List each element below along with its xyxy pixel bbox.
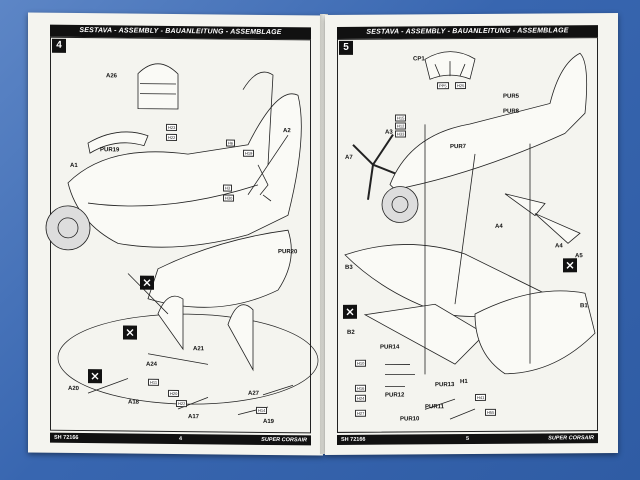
part-label: PUR20 <box>278 249 298 256</box>
part-label: PUR7 <box>450 144 467 151</box>
part-label: A17 <box>188 414 200 421</box>
part-label: A19 <box>263 418 275 426</box>
part-label: A21 <box>193 346 205 353</box>
part-tag: H27 <box>355 409 367 417</box>
part-tag: H23 <box>166 123 178 132</box>
part-label: PUR14 <box>380 344 400 351</box>
part-tag: H12 <box>395 122 407 130</box>
booklet-spine <box>320 14 328 454</box>
part-label: A18 <box>128 399 140 406</box>
fuselage-assembly-drawing <box>45 63 319 416</box>
right-page-footer: SH 72166 5 SUPER CORSAIR <box>337 433 598 445</box>
part-label: PUR19 <box>100 147 120 154</box>
kit-code: SH 72166 <box>341 436 366 443</box>
kit-code: SH 72166 <box>54 434 79 441</box>
part-tag: H41 <box>475 393 487 401</box>
wing-assembly-drawing <box>343 51 596 420</box>
part-tag: H22 <box>166 133 178 142</box>
part-tag: H24 <box>355 394 367 402</box>
part-tag: H10 <box>355 359 367 367</box>
part-tag: H14 <box>256 406 268 414</box>
product-name: SUPER CORSAIR <box>548 435 594 442</box>
part-label: A5 <box>575 253 583 260</box>
part-tag: H15 <box>395 114 407 122</box>
part-tag: H11 <box>148 378 160 386</box>
part-label: PUR12 <box>385 392 405 399</box>
part-tag: H33 <box>395 130 407 138</box>
part-tag: PP5 <box>437 82 449 90</box>
part-label: A24 <box>146 361 158 368</box>
part-label: A2 <box>283 128 291 135</box>
part-label: A4 <box>555 243 563 250</box>
part-label: CP1 <box>413 56 425 63</box>
part-label: A4 <box>495 223 503 230</box>
part-tag: H16 <box>355 384 367 392</box>
part-tag: H55 <box>485 408 497 416</box>
part-label: PUR8 <box>503 108 520 115</box>
right-page: SESTAVA - ASSEMBLY - BAUANLEITUNG - ASSE… <box>325 12 618 456</box>
part-tag: H25 <box>455 82 467 90</box>
part-label: B3 <box>345 264 353 271</box>
part-label: A3 <box>385 129 393 136</box>
part-tag: H30 <box>223 194 235 202</box>
part-label: PUR5 <box>503 93 520 100</box>
part-label: A26 <box>106 73 118 80</box>
part-tag: H20 <box>168 389 180 398</box>
part-label: H1 <box>460 379 468 386</box>
part-label: PUR11 <box>425 404 445 411</box>
part-label: B2 <box>347 329 355 336</box>
part-label: A27 <box>248 390 260 397</box>
page-number: 4 <box>178 436 183 443</box>
part-tag: H22 <box>176 400 188 408</box>
part-label: A20 <box>68 385 80 392</box>
part-label: A7 <box>345 154 353 161</box>
part-tag: H19 <box>243 149 255 157</box>
product-name: SUPER CORSAIR <box>261 436 307 444</box>
part-tag: H3 <box>223 184 233 192</box>
part-label: B1 <box>580 303 588 310</box>
instruction-booklet: SESTAVA - ASSEMBLY - BAUANLEITUNG - ASSE… <box>28 12 618 456</box>
part-label: PUR13 <box>435 382 455 389</box>
page-number: 5 <box>465 436 470 443</box>
part-label: A1 <box>70 162 78 169</box>
part-tag: H6 <box>226 139 236 147</box>
part-label: PUR10 <box>400 416 420 423</box>
left-page: SESTAVA - ASSEMBLY - BAUANLEITUNG - ASSE… <box>28 12 323 456</box>
